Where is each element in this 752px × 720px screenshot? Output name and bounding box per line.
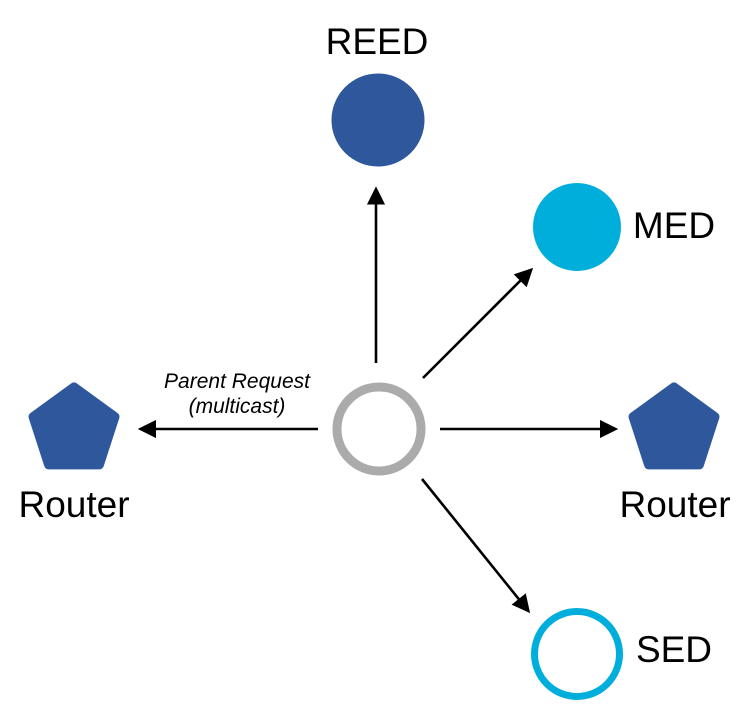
sed-label: SED: [636, 629, 712, 670]
sed-node-circle: [531, 608, 623, 700]
med-label: MED: [633, 205, 715, 246]
router-right-label: Router: [619, 484, 730, 525]
router-right-pentagon: [628, 382, 720, 470]
arrow-lower-right-to-sed: [420, 478, 531, 614]
parent-request-annotation-line1: Parent Request: [164, 370, 311, 393]
router-left-label: Router: [18, 484, 129, 525]
parent-request-annotation-line2: (multicast): [189, 395, 286, 418]
med-node-circle: [533, 183, 621, 271]
center-node-circle: [332, 382, 426, 476]
reed-node-circle: [331, 73, 425, 167]
reed-label: REED: [326, 21, 429, 62]
arrow-upper-right-to-med: [422, 267, 534, 379]
router-left-pentagon: [28, 382, 120, 470]
